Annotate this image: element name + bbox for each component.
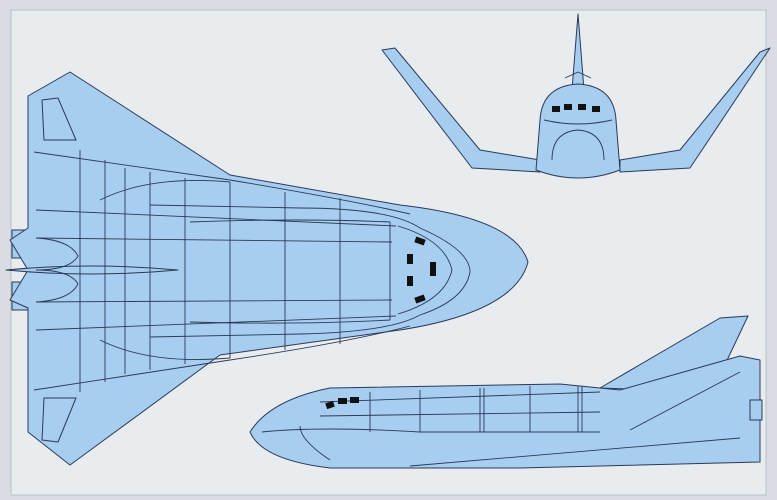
front-view: [381, 13, 771, 179]
front-view-wing-right: [619, 47, 771, 173]
top-view-cockpit-windows: [407, 236, 436, 304]
side-view: [249, 315, 763, 469]
cockpit-window-2: [407, 254, 413, 264]
side-window-2: [338, 398, 347, 404]
wing-root-curve-upper: [99, 180, 231, 201]
cockpit-window-5: [430, 262, 436, 276]
wing-root-curve-lower: [99, 339, 231, 360]
front-window-1: [552, 106, 560, 112]
side-view-engine-nozzle: [749, 399, 763, 421]
front-view-canopy-line: [543, 119, 613, 125]
cockpit-window-1: [414, 236, 426, 246]
side-view-windows: [325, 397, 359, 410]
side-view-cabin-mid: [319, 411, 601, 417]
wing-tip-panel-upper: [41, 97, 77, 141]
longitudinal-line-4: [35, 315, 397, 331]
top-view-outline: [9, 71, 529, 466]
fuselage-line-upper: [33, 151, 411, 215]
side-view-wing-line: [409, 437, 741, 467]
tail-fin: [5, 265, 179, 275]
longitudinal-line-3: [35, 299, 393, 303]
wing-tip-panel-lower: [41, 397, 77, 443]
front-window-3: [578, 104, 586, 110]
front-view-nose-line: [551, 129, 605, 161]
front-window-4: [592, 106, 600, 112]
canopy-line: [397, 225, 453, 315]
engine-fairing-upper: [35, 237, 79, 271]
side-view-nose-curve: [299, 425, 331, 461]
side-window-1: [325, 400, 335, 410]
side-view-cabin-top: [319, 391, 601, 403]
cockpit-window-4: [414, 294, 426, 304]
side-view-belly-line: [261, 428, 600, 433]
fuselage-line-lower: [33, 325, 411, 391]
top-view: [5, 71, 529, 466]
longitudinal-line-1: [35, 209, 397, 227]
front-view-fuselage: [535, 83, 621, 179]
cockpit-window-3: [407, 276, 413, 286]
cabin-outline: [149, 204, 471, 338]
front-view-windows: [552, 104, 600, 112]
engine-fairing-lower: [35, 269, 79, 303]
side-window-3: [350, 397, 359, 403]
longitudinal-line-2: [35, 237, 393, 243]
side-view-tail-line: [629, 371, 741, 431]
front-view-fin-base: [564, 71, 592, 79]
side-view-fuselage: [249, 355, 761, 469]
front-window-2: [564, 104, 572, 110]
